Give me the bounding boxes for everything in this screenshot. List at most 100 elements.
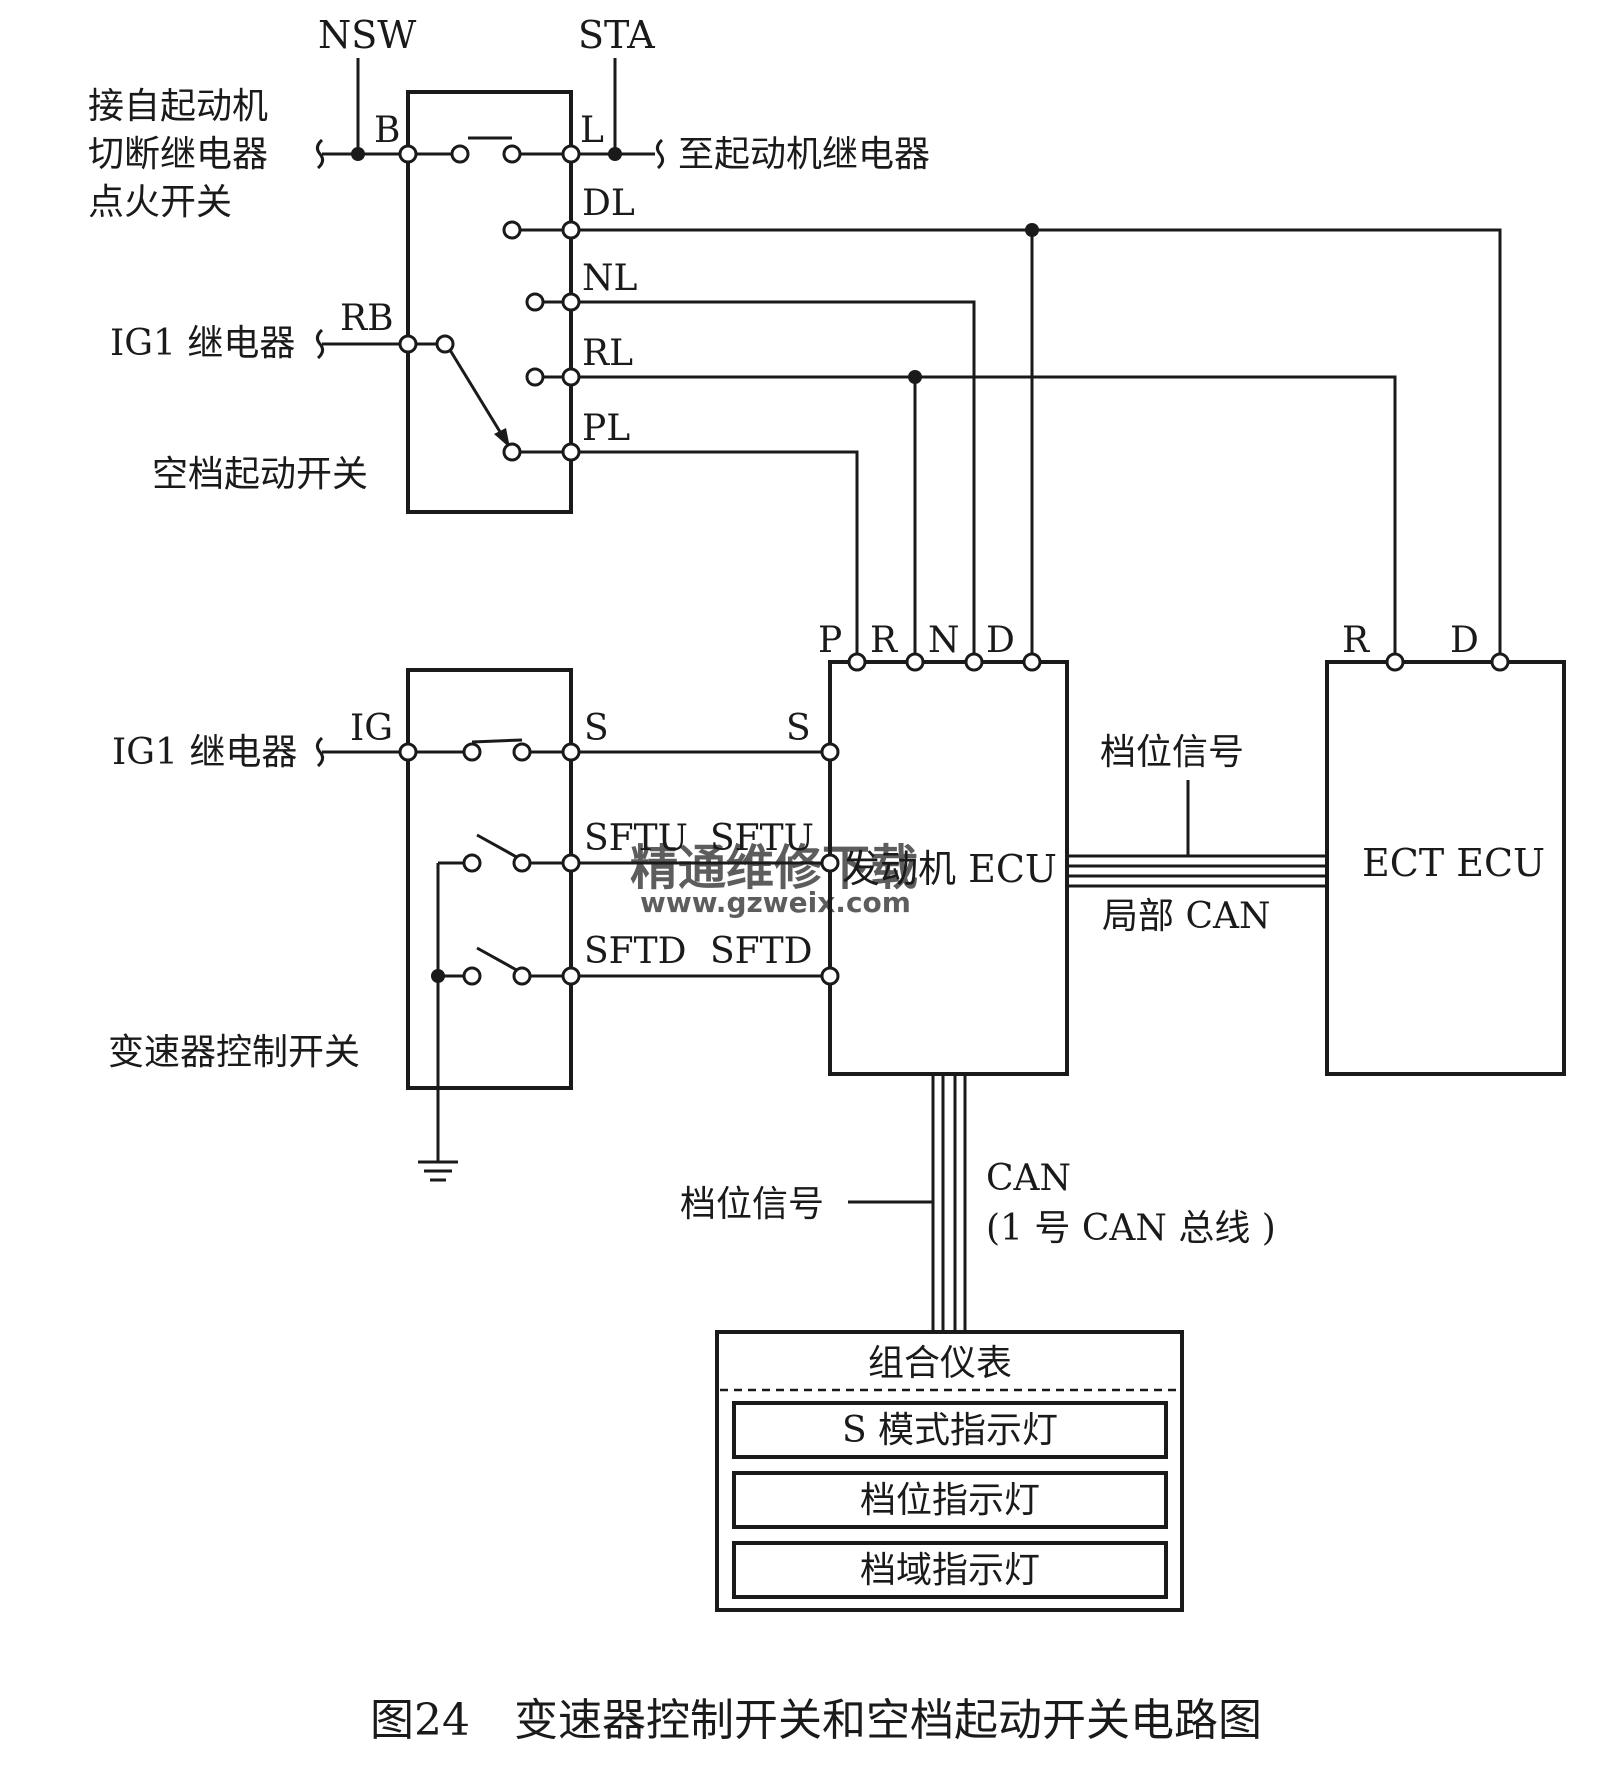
figure-caption: 图24 变速器控制开关和空档起动开关电路图	[370, 1695, 1262, 1746]
sftd-switch-contact-right	[512, 966, 532, 986]
ig-pin-label: IG	[350, 708, 393, 749]
sftd-terminal	[561, 966, 581, 986]
pl-to-engine-p-wire	[579, 450, 859, 662]
combination-meter-box	[715, 1330, 1184, 1612]
watermark-url: www.gzweix.com	[640, 886, 911, 919]
ect-ecu-d-pin-label: D	[1450, 620, 1479, 661]
nl-terminal	[561, 292, 581, 312]
engine-ecu-n-terminal	[964, 652, 984, 672]
engine-ecu-r-terminal	[905, 652, 925, 672]
engine-ecu-n-pin-label: N	[928, 620, 960, 661]
dl-contact	[502, 220, 522, 240]
ground-icon	[418, 1160, 458, 1182]
dl-terminal	[561, 220, 581, 240]
s-switch-contact-right	[512, 742, 532, 762]
selector-pivot	[435, 334, 455, 354]
engine-ecu-d-pin-label: D	[986, 620, 1015, 661]
pl-terminal	[561, 442, 581, 462]
selector-arm	[448, 349, 507, 441]
gear-position-indicator-label: 档位指示灯	[860, 1480, 1040, 1521]
ect-ecu-box	[1325, 660, 1566, 1076]
to-starter-relay-label: 至起动机继电器	[678, 134, 930, 175]
nsw-connector-label: NSW	[318, 13, 416, 57]
engine-ecu-d-terminal	[1022, 652, 1042, 672]
engine-ecu: P R N D S SFTU SFTD 发动机 ECU	[710, 620, 1069, 1076]
can-label: CAN	[986, 1158, 1071, 1199]
nsw-signal-wires	[579, 223, 1502, 662]
engine-ecu-label: 发动机 ECU	[842, 847, 1057, 891]
pl-pin-label: PL	[582, 408, 630, 449]
sta-junction-dot	[608, 147, 622, 161]
sftu-terminal	[561, 853, 581, 873]
ignition-source-line-2: 切断继电器	[88, 134, 268, 175]
b-terminal	[398, 144, 418, 164]
start-contact-right	[502, 144, 522, 164]
shift-ig-source-label: IG1 继电器	[112, 732, 297, 773]
b-pin-label: B	[374, 110, 400, 151]
nsw-junction-dot	[351, 147, 365, 161]
rb-terminal	[398, 334, 418, 354]
engine-ecu-s-pin-label: S	[786, 708, 811, 749]
gear-range-indicator-box	[732, 1541, 1168, 1599]
neutral-start-switch: NSW STA 接自起动机 切断继电器 点火开关 B L 至起动机继电器 DL	[88, 13, 930, 514]
gear-position-indicator-box	[732, 1471, 1168, 1529]
sta-connector-label: STA	[578, 13, 655, 57]
ect-ecu-d-terminal	[1490, 652, 1510, 672]
dl-to-ect-d-wire	[579, 228, 1502, 662]
ignition-source-line-1: 接自起动机	[88, 86, 268, 127]
ect-ecu-r-pin-label: R	[1342, 620, 1370, 661]
dl-pin-label: DL	[582, 183, 635, 224]
nl-to-engine-n-wire	[579, 300, 976, 662]
ig-connector-bracket	[315, 736, 325, 768]
ect-ecu-r-terminal	[1385, 652, 1405, 672]
dl-junction-dot	[1025, 223, 1039, 237]
ignition-source-line-3: 点火开关	[88, 182, 232, 223]
s-switch-blade	[471, 738, 523, 744]
can-bus-1: 档位信号 CAN (1 号 CAN 总线 )	[680, 1074, 1276, 1332]
rb-pin-label: RB	[340, 298, 394, 339]
local-can-label: 局部 CAN	[1102, 896, 1271, 937]
engine-ecu-p-pin-label: P	[818, 620, 842, 661]
selector-arrowhead	[494, 428, 510, 448]
pl-contact	[502, 442, 522, 462]
s-terminal	[561, 742, 581, 762]
sftu-pin-label: SFTU	[584, 818, 688, 859]
engine-ecu-sftd-terminal	[820, 966, 840, 986]
sftd-switch-blade	[476, 946, 523, 975]
local-shift-signal-label: 档位信号	[1100, 732, 1244, 773]
can-shift-signal-label: 档位信号	[680, 1184, 824, 1225]
engine-ecu-sftd-pin-label: SFTD	[710, 931, 813, 972]
can-bus-1-label: (1 号 CAN 总线 )	[986, 1208, 1276, 1249]
s-switch-contact-left	[462, 742, 482, 762]
shift-switch-box	[406, 668, 573, 1090]
rl-pin-label: RL	[582, 333, 633, 374]
gear-range-indicator-label: 档域指示灯	[860, 1550, 1040, 1591]
rl-terminal	[561, 367, 581, 387]
engine-ecu-s-terminal	[820, 742, 840, 762]
start-contact-left	[450, 144, 470, 164]
starter-connector-bracket	[655, 138, 665, 170]
rl-to-ect-r-wire	[579, 375, 1397, 662]
rl-contact	[525, 367, 545, 387]
neutral-start-switch-label: 空档起动开关	[152, 454, 368, 495]
l-terminal	[561, 144, 581, 164]
combination-meter: 组合仪表 S 模式指示灯 档位指示灯 档域指示灯	[715, 1330, 1184, 1612]
sftu-switch-blade	[476, 833, 523, 862]
ect-ecu: R D ECT ECU	[1325, 620, 1566, 1076]
s-pin-label: S	[584, 708, 609, 749]
rl-junction-dot	[908, 370, 922, 384]
l-pin-label: L	[580, 110, 604, 151]
sftd-pin-label: SFTD	[584, 931, 687, 972]
engine-ecu-sftu-pin-label: SFTU	[710, 818, 814, 859]
combination-meter-title: 组合仪表	[868, 1343, 1012, 1384]
transmission-control-switch: IG1 继电器 IG S SFTU SFTD	[108, 668, 830, 1182]
watermark: 精通维修下载 www.gzweix.com	[630, 840, 918, 919]
nl-pin-label: NL	[582, 258, 638, 299]
rb-connector-bracket	[315, 328, 325, 360]
ig-terminal	[398, 742, 418, 762]
s-mode-indicator-label: S 模式指示灯	[842, 1410, 1058, 1451]
watermark-text: 精通维修下载	[630, 840, 918, 896]
sftu-switch-contact-right	[512, 853, 532, 873]
sftu-switch-contact-left	[462, 853, 482, 873]
